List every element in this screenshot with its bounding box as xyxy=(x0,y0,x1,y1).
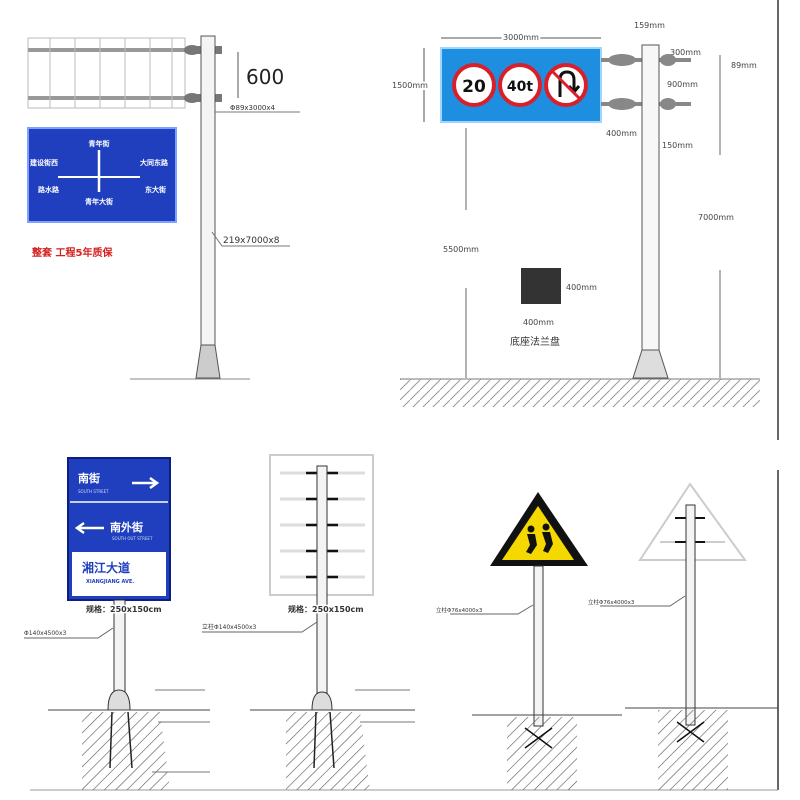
sign-text: 路水路 xyxy=(38,185,60,194)
flange-height-label: 400mm xyxy=(566,283,597,292)
foundation-hatch xyxy=(507,717,577,790)
pole-height-label: 7000mm xyxy=(698,213,734,222)
pole-spec-label: 立柱Φ140x4500x3 xyxy=(202,623,257,631)
flange-width-label: 400mm xyxy=(523,318,554,327)
promo-text: 整套 工程5年质保 xyxy=(31,246,113,259)
single-pole-guide-sign: 南街 SOUTH STREET 南外街 SOUTH OUT STREET 湘江大… xyxy=(24,457,210,790)
sign-text: 南街 xyxy=(78,471,100,485)
foundation-hatch xyxy=(658,710,728,790)
ladder-frame xyxy=(27,37,186,109)
leader-line xyxy=(450,604,534,615)
base-flange-plate xyxy=(521,268,561,304)
prohibition-sign-panel: 20 40t xyxy=(440,47,602,123)
children-crossing-icon xyxy=(526,523,553,554)
arm-len-label: 300mm xyxy=(670,48,701,57)
flange-title: 底座法兰盘 xyxy=(510,335,560,348)
cantilever-pole-right: 3000mm 1500mm 20 40t 159mm 300mm 89mm 90… xyxy=(390,21,760,407)
sign-text: 大同东路 xyxy=(140,158,169,167)
leader-line xyxy=(211,231,290,247)
sign-text: 东大街 xyxy=(145,185,166,194)
pole-spec-label: Φ140x4500x3 xyxy=(24,630,67,637)
pole-base xyxy=(195,344,221,379)
single-pole-sign-back: 规格：250x150cm 立柱Φ140x4500x3 xyxy=(202,454,415,790)
width-label: 3000mm xyxy=(503,33,539,42)
arm-dia-label: 89mm xyxy=(731,61,757,70)
ground-hatch xyxy=(400,379,760,407)
warning-sign-pole: 立柱Φ76x4000x3 xyxy=(436,492,622,790)
clearance-label: 5500mm xyxy=(443,245,479,254)
foundation-hatch xyxy=(82,712,170,790)
guide-sign-blue: 青年街 建设街西 大同东路 路水路 东大街 青年大街 xyxy=(27,127,177,223)
arm-spec-label: Φ89x3000x4 xyxy=(230,104,276,112)
speed-limit-value: 20 xyxy=(462,77,486,97)
pole-base xyxy=(632,349,669,379)
pole xyxy=(113,599,126,701)
arrow-right-icon xyxy=(132,476,160,490)
sign-text: 青年街 xyxy=(89,139,110,148)
spacing-label: 600 xyxy=(246,65,284,89)
pole xyxy=(685,504,696,726)
pole xyxy=(641,44,660,376)
spec-label: 规格：250x150cm xyxy=(86,604,162,614)
sign-text: 南外街 xyxy=(110,520,143,534)
cantilever-pole-left: 600 Φ89x3000x4 219x7000x8 青年街 建设街西 大同东路 … xyxy=(27,35,300,380)
sign-text: SOUTH OUT STREET xyxy=(112,536,153,541)
sign-text: 湘江大道 xyxy=(82,560,130,575)
spec-label: 规格：250x150cm xyxy=(288,604,364,614)
leader-line xyxy=(202,621,318,633)
height-label: 1500mm xyxy=(392,81,428,90)
leader-line xyxy=(24,627,114,639)
pole-spec-label: 立柱Φ76x4000x3 xyxy=(588,598,635,606)
foundation-hatch xyxy=(286,712,370,790)
pole xyxy=(533,565,544,727)
sign-text: 青年大街 xyxy=(85,197,113,206)
pole xyxy=(200,35,216,377)
leader-line xyxy=(600,595,686,607)
offset-label: 150mm xyxy=(662,141,693,150)
arm-spacing-label: 900mm xyxy=(667,80,698,89)
sign-text: SOUTH STREET xyxy=(78,489,109,494)
weight-limit-value: 40t xyxy=(507,79,533,95)
pole xyxy=(316,465,328,701)
warning-sign-back-pole: 立柱Φ76x4000x3 xyxy=(588,482,778,790)
pole-spec-label: 立柱Φ76x4000x3 xyxy=(436,606,483,614)
pole-dia-label: 159mm xyxy=(634,21,665,30)
gap-label: 400mm xyxy=(606,129,637,138)
arrow-left-icon xyxy=(74,521,104,535)
sign-text: 建设街西 xyxy=(30,158,58,167)
sign-text: XIANGJIANG AVE. xyxy=(86,579,134,585)
pole-spec-label: 219x7000x8 xyxy=(223,236,280,246)
